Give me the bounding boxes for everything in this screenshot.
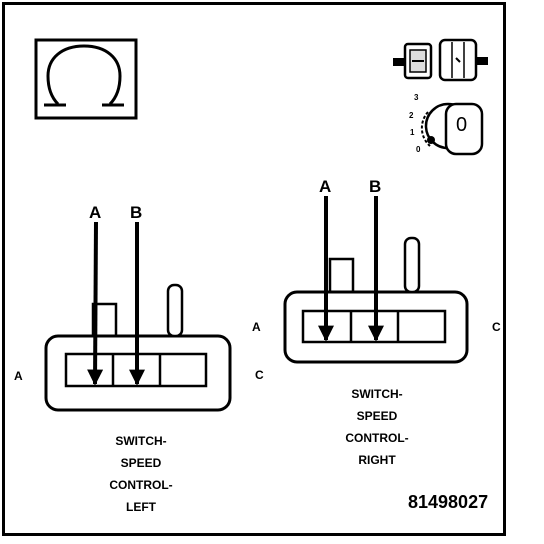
caption-line: SWITCH- (115, 434, 167, 448)
ignition-position-2: 2 (409, 111, 414, 120)
caption-line: RIGHT (358, 453, 396, 467)
ohm-symbol-icon (34, 38, 138, 120)
probe-a-arrow-left (87, 221, 104, 386)
left-terminal-a-label: A (14, 369, 23, 383)
right-connector-caption: SWITCH- SPEED CONTROL- RIGHT (322, 383, 432, 471)
left-probe-a-label: A (89, 203, 102, 222)
left-connector-caption: SWITCH- SPEED CONTROL- LEFT (86, 430, 196, 518)
right-connector (283, 196, 469, 364)
right-terminal-c-label: C (492, 320, 501, 334)
caption-line: CONTROL- (345, 431, 409, 445)
ignition-key-switch-icon (420, 102, 484, 156)
ignition-key-label: 0 (456, 114, 468, 136)
right-terminal-a-label: A (252, 320, 261, 334)
figure-number: 81498027 (408, 492, 489, 512)
caption-line: SWITCH- (351, 387, 403, 401)
ignition-position-1: 1 (410, 128, 415, 137)
ignition-position-0: 0 (416, 145, 421, 154)
left-connector (44, 221, 232, 412)
right-probe-b-label: B (369, 177, 382, 196)
caption-line: LEFT (126, 500, 156, 514)
ignition-position-3: 3 (414, 93, 419, 102)
right-probe-a-label: A (319, 177, 332, 196)
caption-line: SPEED (120, 456, 162, 470)
disconnected-connector-icon (393, 38, 488, 82)
left-terminal-c-label: C (255, 368, 264, 382)
caption-line: CONTROL- (109, 478, 173, 492)
caption-line: SPEED (356, 409, 398, 423)
left-probe-b-label: B (130, 203, 143, 222)
